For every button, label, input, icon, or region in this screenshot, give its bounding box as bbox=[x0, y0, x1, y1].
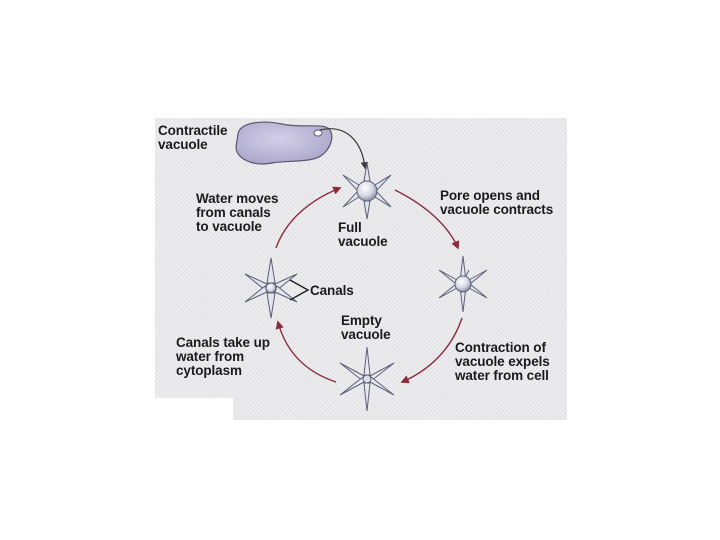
canals-bracket bbox=[290, 280, 308, 300]
full-vacuole-star bbox=[343, 163, 391, 219]
canals-label: Canals bbox=[310, 284, 354, 298]
cycle-arrows bbox=[276, 188, 462, 382]
water-moves-label: Water moves from canals to vacuole bbox=[196, 192, 278, 234]
canals-take-up-label: Canals take up water from cytoplasm bbox=[176, 336, 270, 378]
empty-vacuole-label: Empty vacuole bbox=[341, 314, 391, 342]
pore-opens-label: Pore opens and vacuole contracts bbox=[440, 189, 553, 217]
full-vacuole-label: Full vacuole bbox=[338, 221, 388, 249]
contractile-vacuole-label: Contractile vacuole bbox=[158, 124, 227, 152]
arrow-empty-to-canals bbox=[278, 322, 336, 382]
paramecium-organism bbox=[236, 122, 332, 164]
empty-vacuole-star bbox=[340, 347, 394, 411]
arrow-canals-to-full bbox=[276, 188, 340, 248]
filling-canals-star bbox=[245, 258, 297, 318]
arrow-contract-to-empty bbox=[402, 318, 462, 382]
contraction-label: Contraction of vacuole expels water from… bbox=[455, 341, 550, 383]
contracting-vacuole-star bbox=[439, 256, 487, 312]
